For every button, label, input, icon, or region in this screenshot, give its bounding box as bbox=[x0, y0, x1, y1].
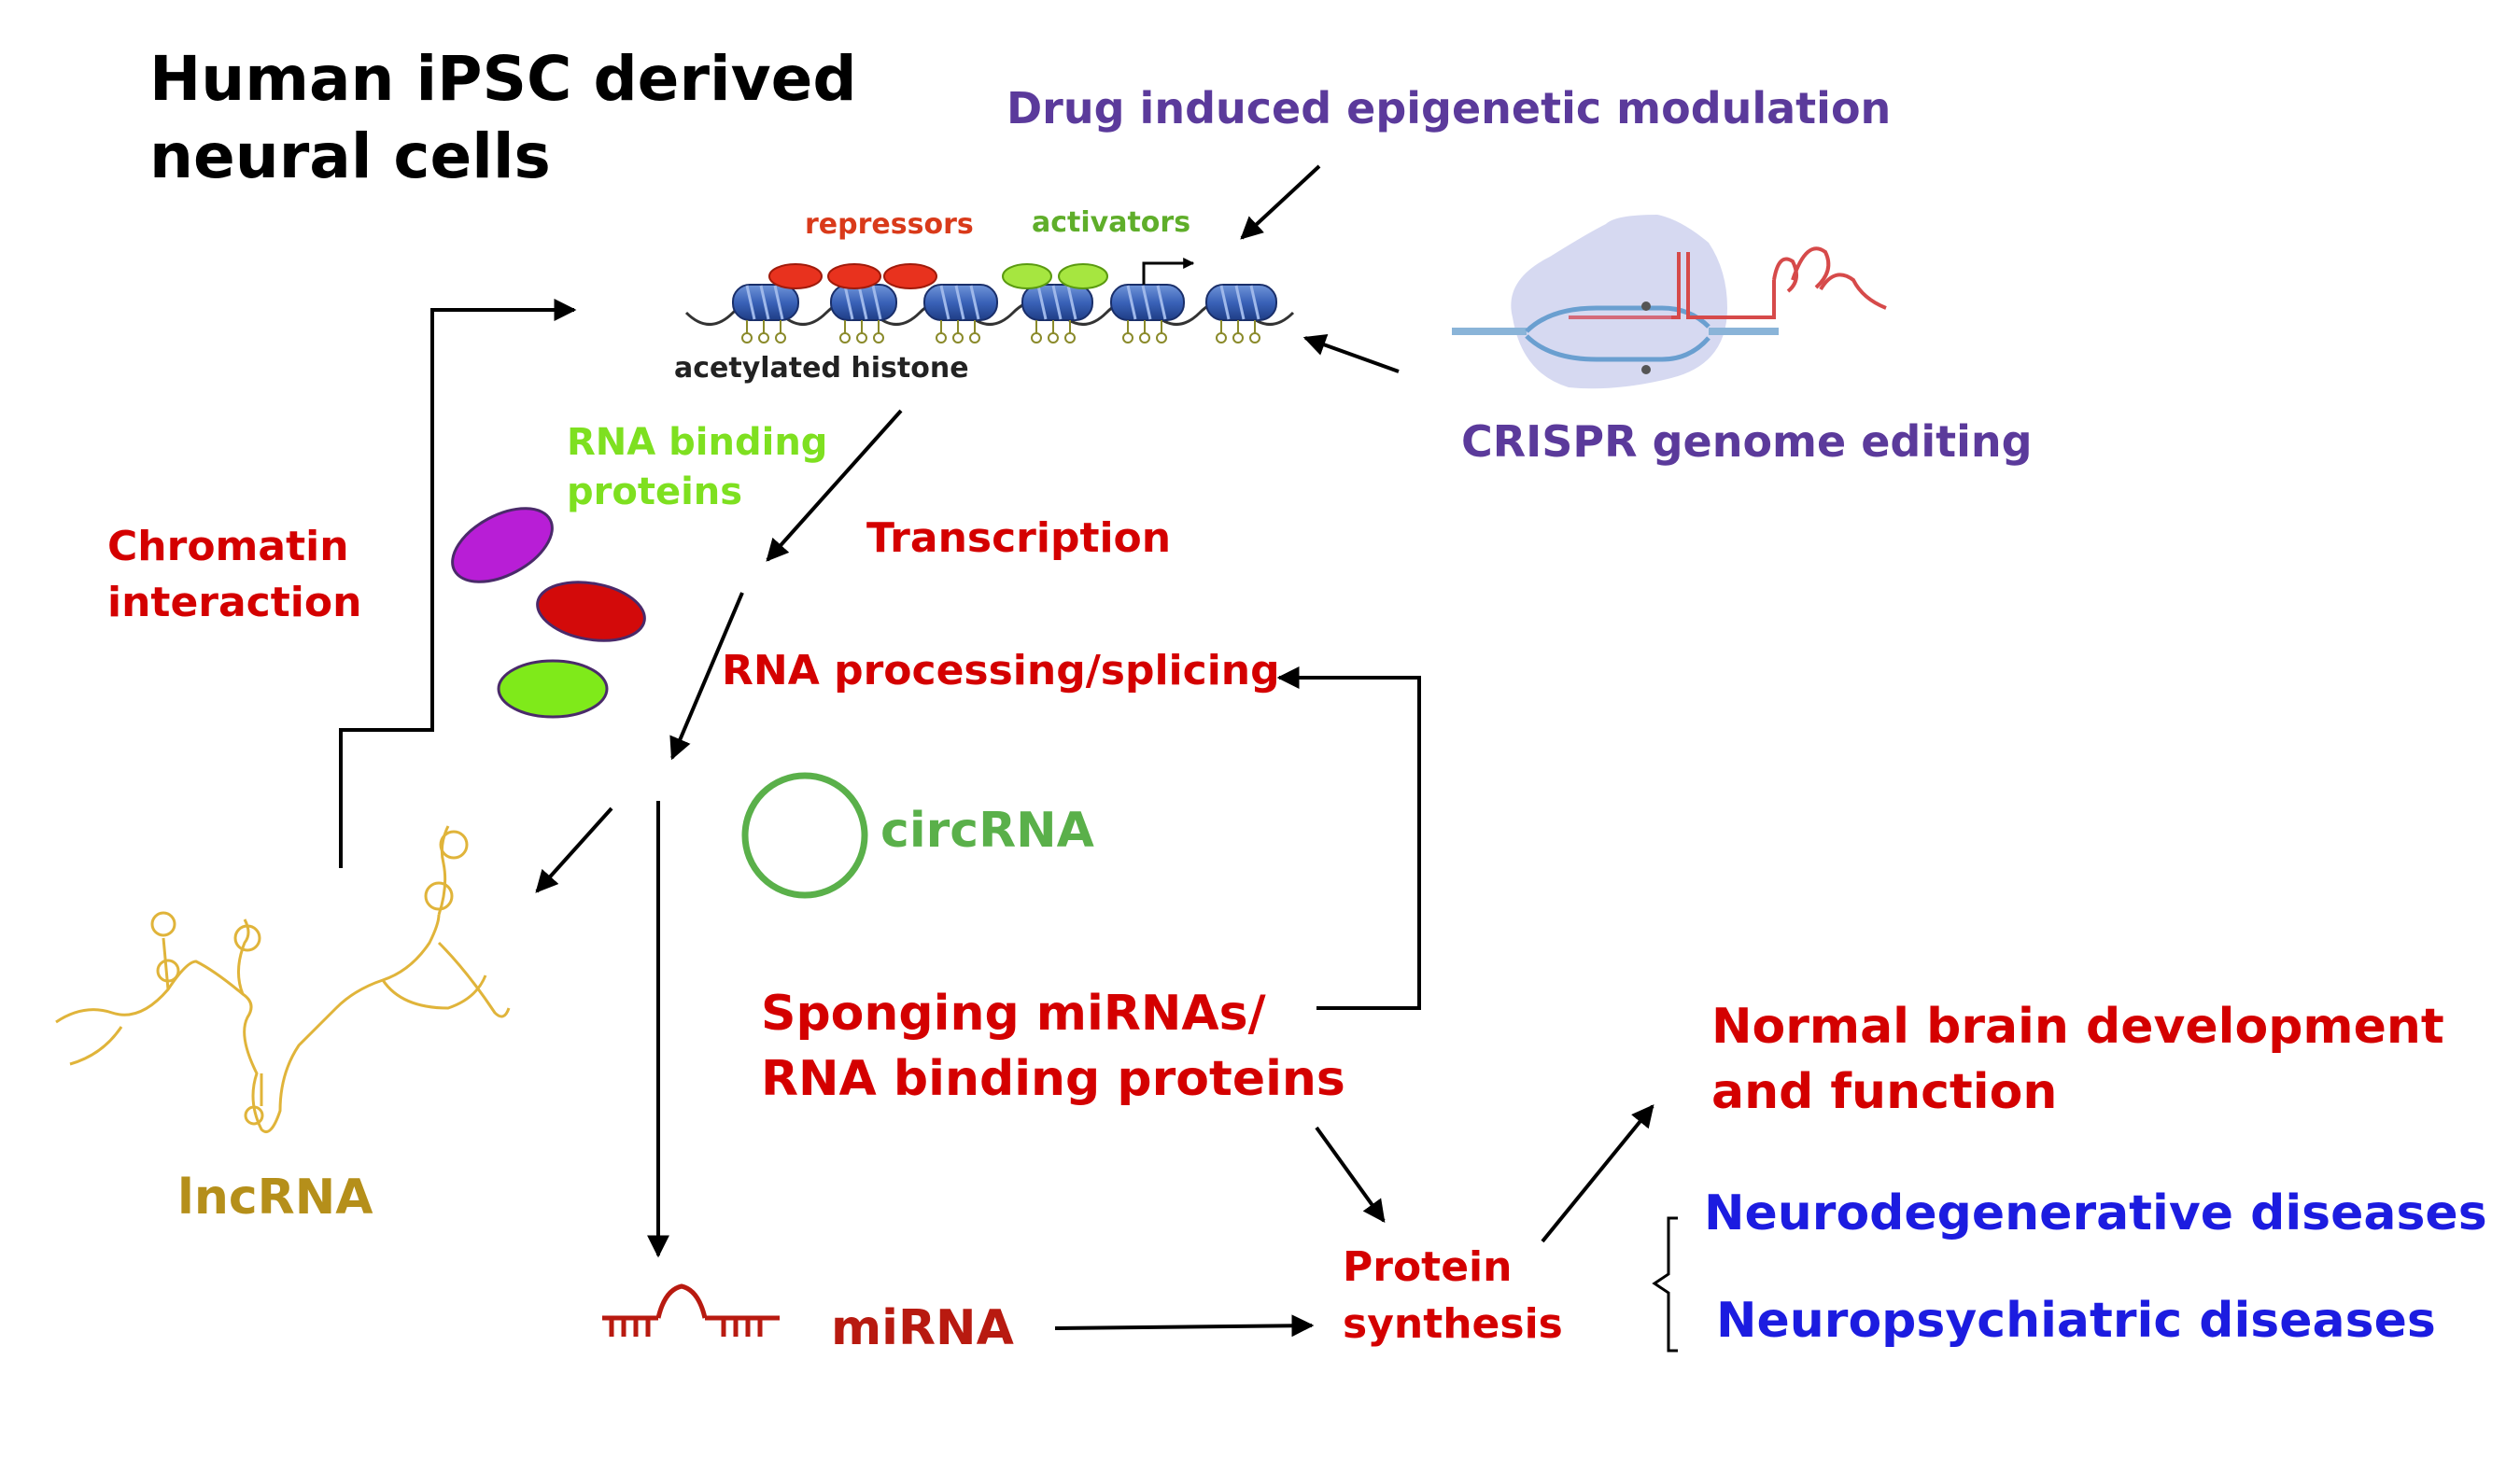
nucleosome-1 bbox=[732, 284, 799, 321]
rbp-label-line1: RNA binding bbox=[567, 421, 827, 464]
protein-synthesis-line1: Protein bbox=[1343, 1243, 1512, 1291]
acetyl-marks bbox=[741, 320, 1260, 343]
lncrna-to-chromatin-arrow bbox=[339, 299, 577, 868]
normal-development-line1: Normal brain development bbox=[1711, 999, 2444, 1055]
chromatin-interaction-line2: interaction bbox=[107, 579, 361, 626]
rbp-magenta-oval bbox=[451, 507, 554, 583]
crispr-to-chromatin-arrow bbox=[1302, 334, 1400, 373]
chromatin-interaction-line1: Chromatin bbox=[107, 523, 349, 570]
rna-processing-label: RNA processing/splicing bbox=[722, 647, 1280, 694]
mirna-label: miRNA bbox=[831, 1300, 1014, 1356]
nucleosome-5 bbox=[1110, 284, 1185, 321]
neurodegenerative-label: Neurodegenerative diseases bbox=[1704, 1185, 2487, 1241]
circrna-label: circRNA bbox=[880, 803, 1094, 859]
disease-bracket bbox=[1652, 1216, 1678, 1353]
repressors-label: repressors bbox=[805, 208, 974, 241]
normal-development-line2: and function bbox=[1711, 1064, 2057, 1120]
protein-to-outcome-arrow bbox=[1541, 1104, 1654, 1243]
drug-epigenetic-label: Drug induced epigenetic modulation bbox=[1007, 83, 1891, 133]
sponging-to-protein-arrow bbox=[1315, 1126, 1386, 1223]
rbp-green-oval bbox=[497, 659, 609, 719]
nucleosome-3 bbox=[923, 284, 998, 321]
nucleosome-2 bbox=[830, 284, 897, 321]
histone-label: acetylated histone bbox=[674, 352, 969, 385]
to-lncrna-arrow bbox=[535, 806, 613, 893]
processing-arrow bbox=[669, 592, 744, 761]
sponging-line2: RNA binding proteins bbox=[761, 1051, 1345, 1107]
sponging-to-processing-arrow bbox=[1276, 666, 1421, 1010]
sponging-line1: Sponging miRNAs/ bbox=[761, 986, 1266, 1042]
nucleosome-6 bbox=[1205, 284, 1277, 321]
crispr-label: CRISPR genome editing bbox=[1461, 416, 2033, 467]
lncrna-label: lncRNA bbox=[177, 1170, 373, 1226]
activator-proteins bbox=[1002, 263, 1108, 289]
protein-synthesis-line2: synthesis bbox=[1343, 1300, 1563, 1348]
lncrna-structure bbox=[55, 825, 511, 1133]
transcription-label: Transcription bbox=[866, 514, 1171, 562]
title-line1: Human iPSC derived bbox=[149, 43, 857, 115]
transcription-start-arrow bbox=[1142, 258, 1195, 285]
guide-rna-scaffold bbox=[1671, 252, 1776, 319]
rbp-red-oval bbox=[536, 581, 646, 642]
mirna-hairpin-graphic bbox=[602, 1283, 780, 1337]
circrna-ring bbox=[741, 772, 868, 899]
nucleosome-4 bbox=[1021, 284, 1093, 321]
drug-to-chromatin-arrow bbox=[1240, 164, 1321, 240]
activators-label: activators bbox=[1032, 206, 1190, 239]
mirna-to-protein-arrow bbox=[1054, 1314, 1315, 1338]
repressor-proteins bbox=[768, 263, 937, 289]
chromatin-graphic: repressors activators acetylated histone bbox=[674, 206, 1295, 385]
transcription-arrow bbox=[766, 409, 903, 562]
title-line2: neural cells bbox=[149, 120, 551, 192]
neuropsychiatric-label: Neuropsychiatric diseases bbox=[1716, 1293, 2436, 1349]
rbp-label-line2: proteins bbox=[567, 470, 742, 513]
cas9-protein-shape bbox=[1511, 215, 1727, 389]
crispr-graphic bbox=[1452, 215, 1887, 389]
